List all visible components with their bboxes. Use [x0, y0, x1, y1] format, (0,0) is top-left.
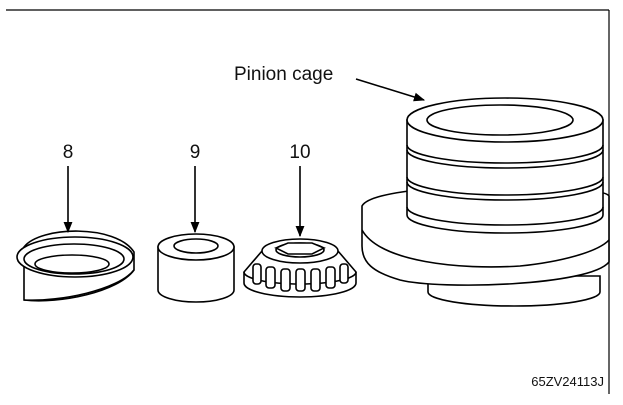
part-9-spacer — [157, 233, 235, 303]
callout-8: 8 — [63, 142, 74, 163]
part-10-tapered-roller-bearing — [243, 238, 357, 298]
callout-10: 10 — [289, 142, 310, 163]
leader-arrow-pinion-cage — [355, 78, 426, 102]
part-8-seal-ring — [16, 230, 135, 302]
pinion-cage — [361, 97, 610, 307]
callout-9: 9 — [190, 142, 201, 163]
figure-code: 65ZV24113J — [531, 374, 604, 389]
pinion-cage-label: Pinion cage — [234, 64, 333, 85]
